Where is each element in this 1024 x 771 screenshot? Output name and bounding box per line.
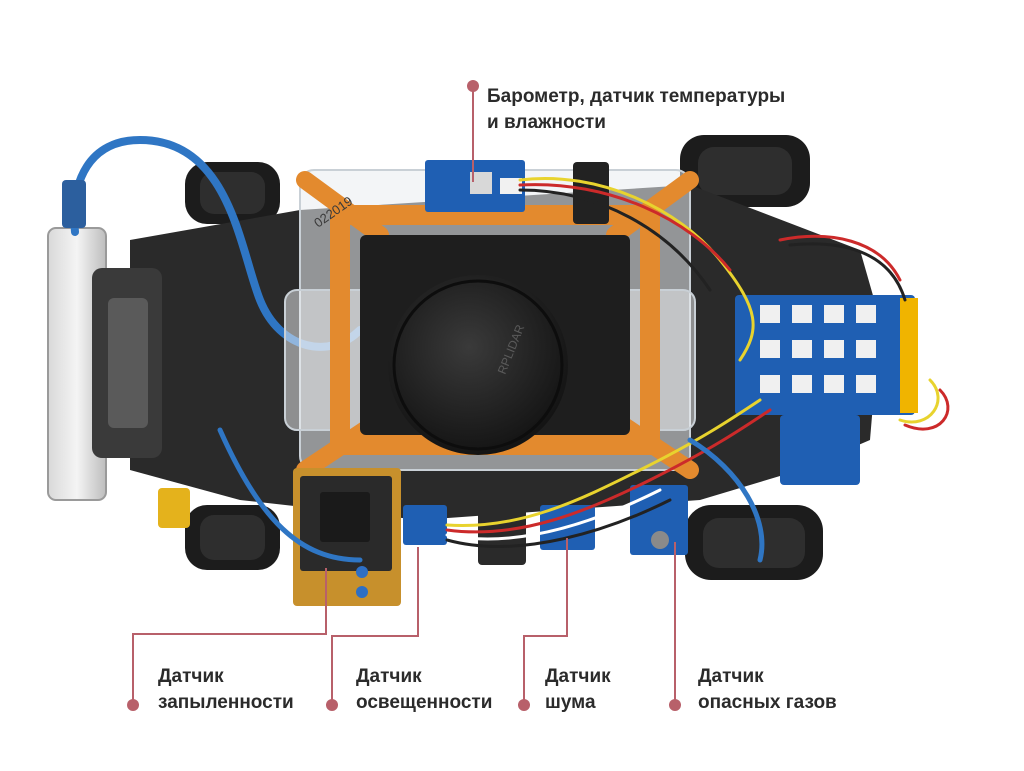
dust-sensor-module xyxy=(293,468,401,606)
callout-label-noise-line2: шума xyxy=(545,692,596,713)
callout-label-gas: Датчик опасных газов xyxy=(698,664,837,716)
wheel-rear-right xyxy=(685,505,823,580)
power-connector xyxy=(158,488,190,528)
callout-label-barometer: Барометр, датчик температуры и влажности xyxy=(487,84,785,136)
callout-dot-dust xyxy=(127,699,139,711)
callout-label-noise-line1: Датчик xyxy=(545,666,611,687)
callout-label-barometer-line2: и влажности xyxy=(487,112,606,133)
velcro-strap xyxy=(573,162,609,224)
callout-line-noise xyxy=(523,538,568,705)
wheel-rear-left xyxy=(185,505,280,570)
barometer-board xyxy=(425,160,525,212)
wires xyxy=(217,177,950,563)
callout-label-light: Датчик освещенности xyxy=(356,664,492,716)
callout-line-dust xyxy=(132,568,327,705)
callout-dot-gas xyxy=(669,699,681,711)
callout-label-dust-line2: запыленности xyxy=(158,692,294,713)
callout-label-gas-line1: Датчик xyxy=(698,666,764,687)
callout-line-light xyxy=(331,547,419,705)
usb-plug xyxy=(62,180,86,228)
grove-shield xyxy=(735,295,918,485)
callout-label-barometer-line1: Барометр, датчик температуры xyxy=(487,86,786,107)
callout-dot-barometer xyxy=(467,80,479,92)
gas-sensor-module xyxy=(630,485,688,555)
callout-dot-light xyxy=(326,699,338,711)
callout-label-gas-line2: опасных газов xyxy=(698,692,837,713)
callout-label-dust-line1: Датчик xyxy=(158,666,224,687)
callout-label-light-line2: освещенности xyxy=(356,692,493,713)
callout-label-dust: Датчик запыленности xyxy=(158,664,294,716)
lidar-sensor: RPLIDAR xyxy=(388,275,568,455)
callout-dots xyxy=(127,80,681,711)
rover-illustration: RPLIDAR 022019 xyxy=(47,135,950,606)
callout-dot-noise xyxy=(518,699,530,711)
callout-label-noise: Датчик шума xyxy=(545,664,611,716)
callout-label-light-line1: Датчик xyxy=(356,666,422,687)
light-sensor-module xyxy=(403,505,447,545)
callout-lines xyxy=(132,86,676,705)
wheel-front-right xyxy=(680,135,810,207)
